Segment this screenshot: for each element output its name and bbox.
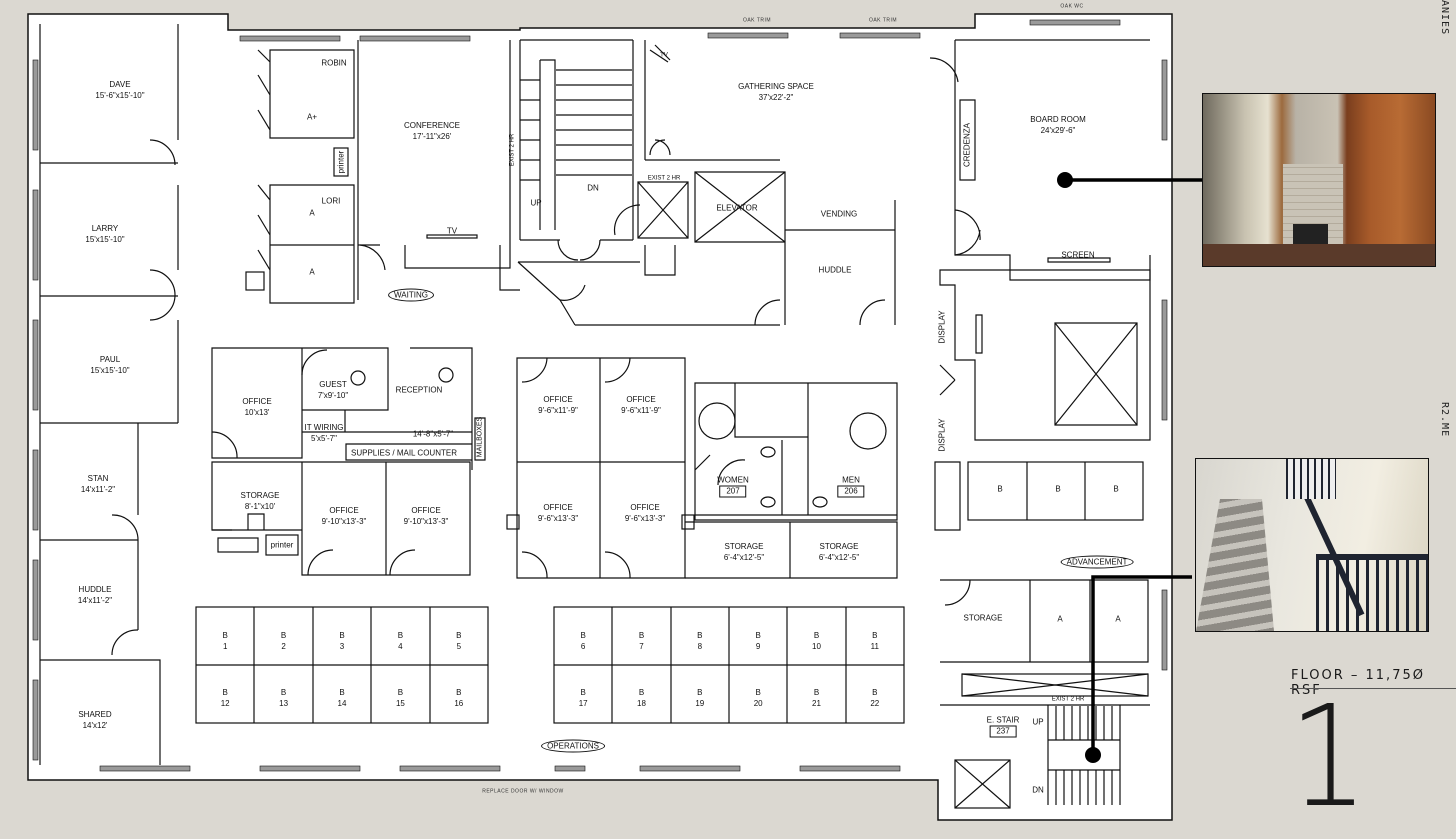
vending-label: VENDING	[820, 209, 858, 219]
grade-label: A	[1057, 614, 1063, 624]
display-label: DISPLAY	[937, 310, 947, 344]
stair-up-label: UP	[530, 198, 542, 208]
waiting-label: WAITING	[388, 288, 434, 302]
advancement-label: ADVANCEMENT	[1060, 555, 1134, 569]
tv-label: TV	[660, 52, 668, 59]
stair-dn-label: DN	[587, 183, 599, 193]
side-text-middle: R2.ME	[1439, 402, 1450, 438]
floor-number: 1	[1288, 676, 1369, 839]
grade-label: A	[309, 267, 315, 277]
room-lori: LORI	[321, 196, 341, 206]
counter-size: 14'-8"x5'-7"	[412, 429, 454, 439]
board-room-photo	[1202, 93, 1436, 267]
floor-area-label: FLOOR – 11,75Ø RSF	[1291, 668, 1425, 698]
elevator-label: ELEVATOR	[716, 203, 758, 213]
exist-2hr-label: EXIST 2 HR	[647, 175, 681, 182]
grade-label: A	[1115, 614, 1121, 624]
windows	[32, 19, 1168, 772]
room-storage: STORAGE	[963, 613, 1003, 623]
stair-up-label: UP	[1032, 717, 1044, 727]
screen-label: SCREEN	[1061, 250, 1095, 260]
grade-label: A+	[306, 112, 318, 122]
callout-dot-stair	[1085, 747, 1101, 763]
workstation-b: B	[1113, 484, 1119, 494]
room-reception: RECEPTION	[395, 385, 443, 395]
credenza-label: CREDENZA	[962, 122, 972, 168]
oak-wc-note: OAK WC	[1060, 3, 1084, 10]
divider	[1290, 688, 1456, 689]
operations-label: OPERATIONS	[541, 739, 605, 753]
staircase-photo	[1195, 458, 1429, 632]
side-text-top: ANIES	[1439, 0, 1450, 36]
supplies-mail-counter: SUPPLIES / MAIL COUNTER	[351, 448, 457, 458]
printer-label: printer	[336, 150, 346, 174]
callout-dot-board-room	[1057, 172, 1073, 188]
workstation-b: B	[1055, 484, 1061, 494]
replace-door-note: REPLACE DOOR W/ WINDOW	[482, 788, 564, 795]
tv-label: TV	[446, 226, 458, 236]
callout-lines	[1065, 178, 1203, 755]
stair-dn-label: DN	[1032, 785, 1044, 795]
display-label: DISPLAY	[937, 418, 947, 452]
oak-trim-note: OAK TRIM	[742, 17, 772, 24]
room-huddle-center: HUDDLE	[818, 265, 852, 275]
mailboxes-label: MAILBOXES	[476, 416, 484, 458]
exist-2hr-label: EXIST 2 HR	[509, 133, 516, 167]
exist-2hr-label: EXIST 2 HR	[1051, 696, 1085, 703]
oak-trim-note: OAK TRIM	[868, 17, 898, 24]
grade-label: A	[309, 208, 315, 218]
workstation-b: B	[997, 484, 1003, 494]
printer-label: printer	[270, 540, 294, 550]
room-robin: ROBIN	[321, 58, 347, 68]
